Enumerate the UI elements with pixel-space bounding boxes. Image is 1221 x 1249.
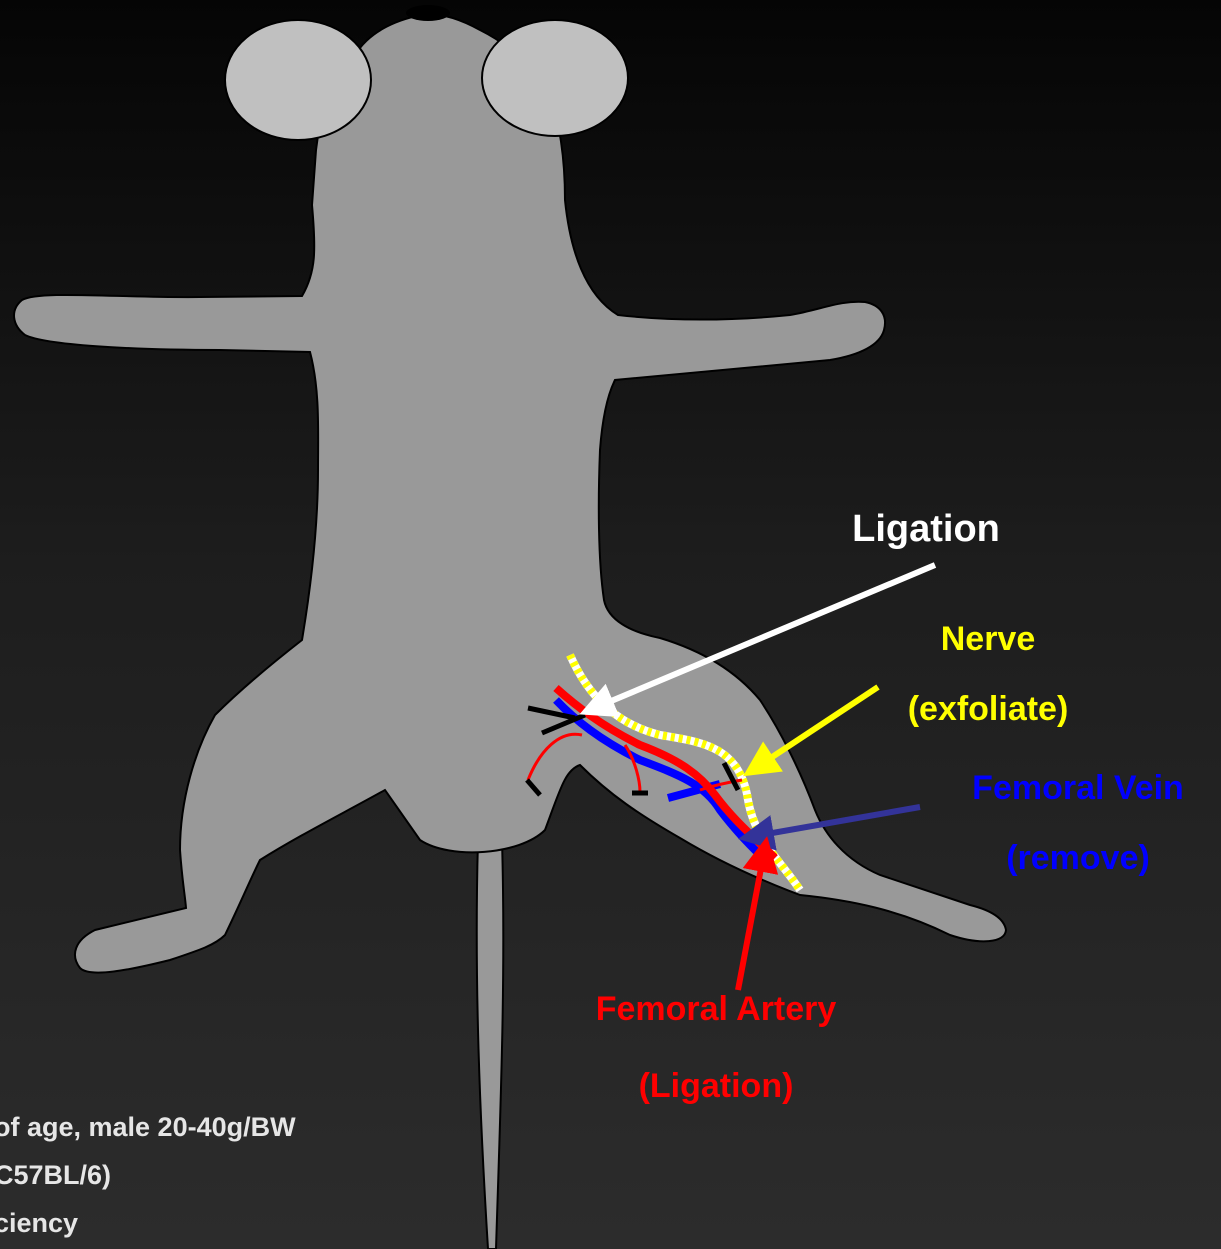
info-line: C57BL/6)	[0, 1160, 111, 1191]
femoral-vein-label: Femoral Vein	[972, 769, 1184, 808]
femoral-vein-note: (remove)	[1006, 839, 1150, 878]
nerve-label: Nerve	[941, 620, 1036, 659]
info-line: ciency	[0, 1208, 78, 1239]
femoral-artery-note: (Ligation)	[639, 1067, 794, 1106]
nerve-note: (exfoliate)	[908, 690, 1069, 729]
mouse-tail	[477, 840, 504, 1249]
left-ear	[225, 20, 371, 140]
info-line: of age, male 20-40g/BW	[0, 1112, 296, 1143]
femoral-artery-label: Femoral Artery	[596, 990, 837, 1029]
mouse-body	[14, 14, 1006, 973]
right-ear	[482, 20, 628, 136]
ligation-label: Ligation	[852, 508, 1000, 551]
nose	[406, 5, 450, 21]
